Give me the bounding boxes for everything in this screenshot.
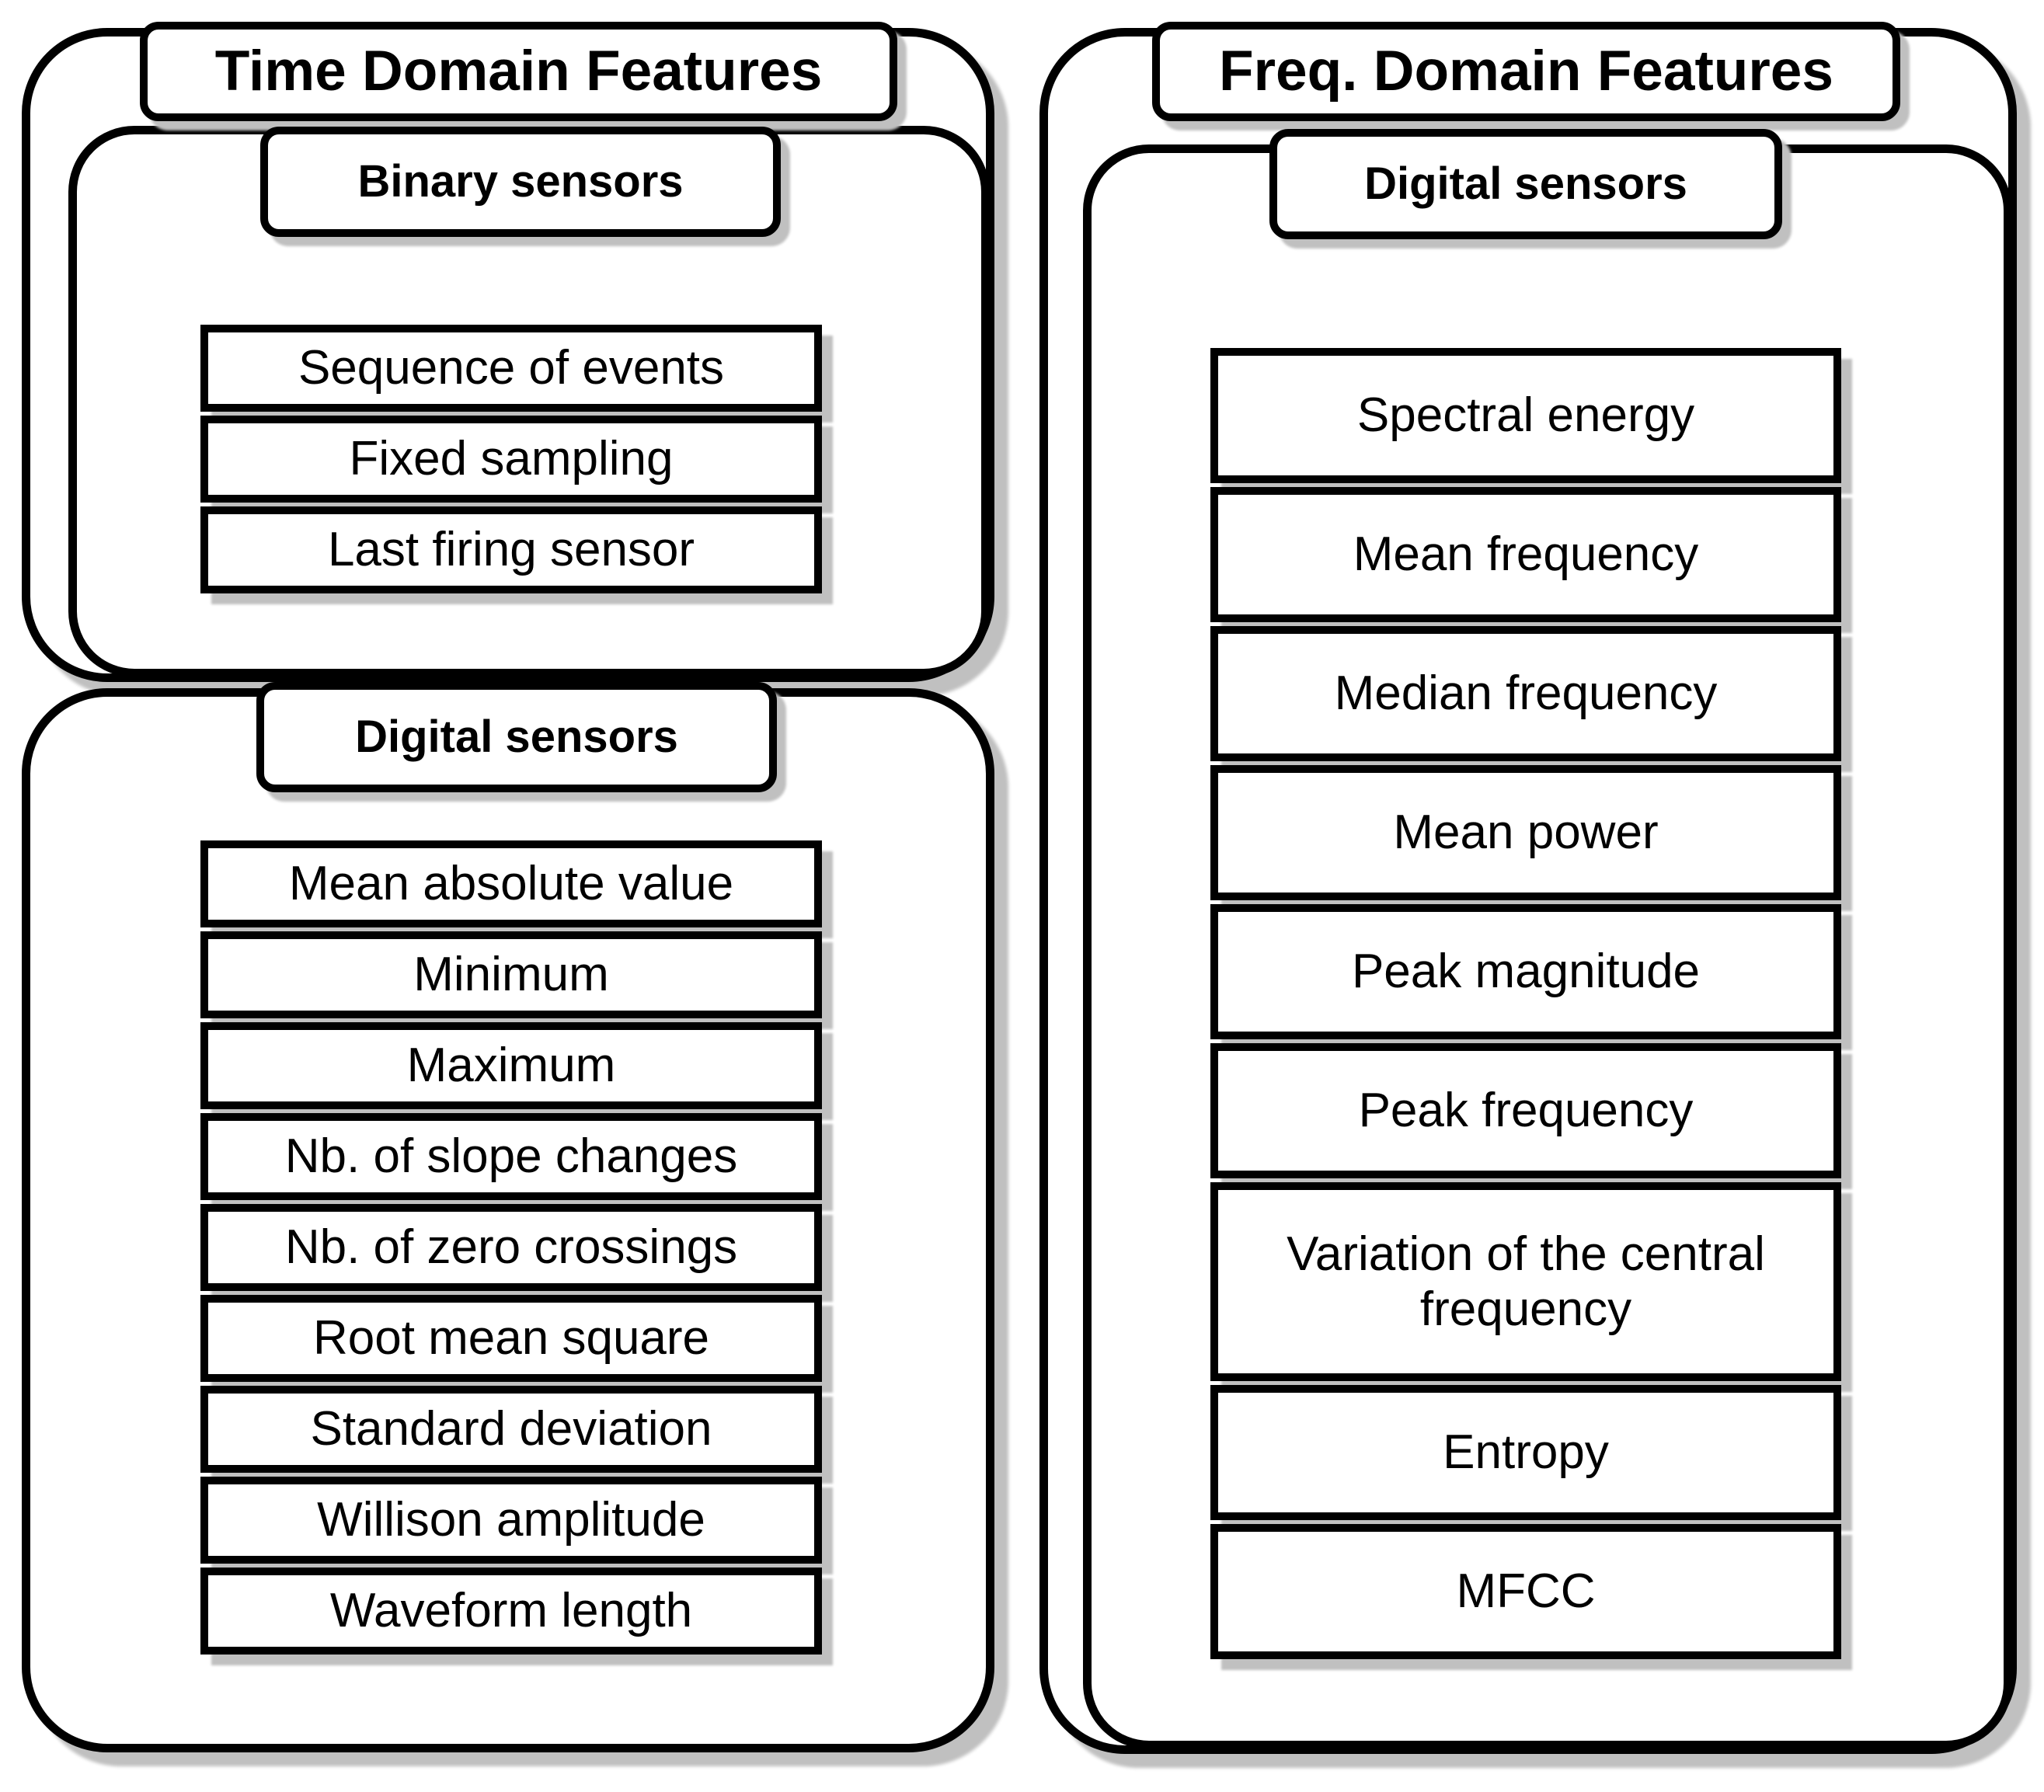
- binary-sensors-header-label: Binary sensors: [357, 155, 684, 207]
- feature-item: Nb. of slope changes: [200, 1113, 822, 1200]
- freq-digital-sensors-feature-list: Spectral energy Mean frequency Median fr…: [1210, 348, 1841, 1659]
- feature-item: Waveform length: [200, 1568, 822, 1655]
- feature-item: Maximum: [200, 1022, 822, 1109]
- feature-item: Root mean square: [200, 1295, 822, 1382]
- time-domain-title-tab: Time Domain Features: [140, 22, 897, 121]
- feature-item: Mean power: [1210, 765, 1841, 900]
- feature-item: Nb. of zero crossings: [200, 1204, 822, 1291]
- freq-digital-sensors-header-label: Digital sensors: [1364, 158, 1687, 209]
- feature-item: Minimum: [200, 931, 822, 1018]
- freq-domain-title-label: Freq. Domain Features: [1218, 39, 1834, 103]
- feature-item: Last firing sensor: [200, 506, 822, 593]
- time-digital-sensors-header-label: Digital sensors: [355, 711, 678, 762]
- feature-item: Standard deviation: [200, 1386, 822, 1473]
- freq-digital-sensors-header-tab: Digital sensors: [1269, 129, 1782, 239]
- freq-domain-title-tab: Freq. Domain Features: [1152, 22, 1900, 121]
- feature-item: Peak frequency: [1210, 1043, 1841, 1178]
- feature-item: Willison amplitude: [200, 1477, 822, 1564]
- feature-item: Median frequency: [1210, 626, 1841, 761]
- time-domain-title-label: Time Domain Features: [214, 39, 823, 103]
- binary-sensors-header-tab: Binary sensors: [260, 127, 781, 237]
- feature-item: Entropy: [1210, 1385, 1841, 1520]
- time-digital-sensors-feature-list: Mean absolute value Minimum Maximum Nb. …: [200, 840, 822, 1655]
- time-digital-sensors-header-tab: Digital sensors: [256, 682, 777, 792]
- feature-item: Fixed sampling: [200, 416, 822, 503]
- binary-sensors-feature-list: Sequence of events Fixed sampling Last f…: [200, 325, 822, 593]
- feature-item: Sequence of events: [200, 325, 822, 412]
- feature-item: Mean absolute value: [200, 840, 822, 927]
- feature-item: MFCC: [1210, 1524, 1841, 1659]
- feature-item: Mean frequency: [1210, 487, 1841, 622]
- feature-item: Peak magnitude: [1210, 904, 1841, 1039]
- feature-item: Spectral energy: [1210, 348, 1841, 483]
- feature-item: Variation of the central frequency: [1210, 1182, 1841, 1381]
